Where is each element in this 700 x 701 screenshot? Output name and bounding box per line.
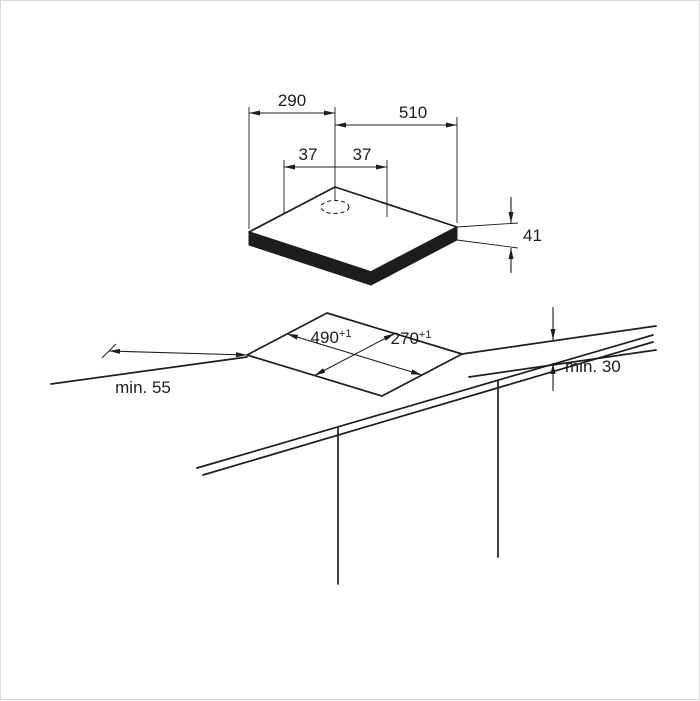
cutout-dimensions: 490+1 270+1 — [286, 328, 432, 376]
dim-tick-min-55 — [101, 343, 117, 359]
cutout-depth-label: 270+1 — [391, 329, 432, 348]
worktop-front-edge-bottom — [202, 341, 654, 476]
ext-line-hob-bottom — [456, 239, 519, 249]
offset-left-label: 37 — [299, 145, 318, 164]
min-55-label: min. 55 — [115, 378, 171, 397]
worktop-front-edge-top — [196, 334, 654, 469]
dim-line-min-55 — [108, 348, 248, 358]
hob-height-label: 41 — [523, 226, 542, 245]
hob-top-face — [248, 186, 458, 273]
hob-height-dimension: 41 — [456, 197, 542, 273]
centre-offset-dimensions: 37 37 — [283, 145, 388, 217]
cutout-length-label: 490+1 — [311, 328, 352, 347]
hob-width-label: 510 — [399, 103, 427, 122]
min-side-clearance-dimension: min. 55 — [101, 343, 248, 397]
offset-right-label: 37 — [353, 145, 372, 164]
dim-line-cutout-depth — [314, 333, 395, 376]
min-30-label: min. 30 — [565, 357, 621, 376]
hob-size-dimensions: 290 510 — [248, 91, 458, 229]
hob — [248, 186, 458, 286]
worktop-top-edge-right — [461, 325, 657, 355]
worktop-back-edge-left — [50, 356, 248, 385]
hob-depth-label: 290 — [278, 91, 306, 110]
min-worktop-thickness-dimension: min. 30 — [550, 307, 621, 391]
worktop-bottom-edge-right — [468, 349, 657, 378]
ext-line-hob-top — [456, 222, 519, 228]
